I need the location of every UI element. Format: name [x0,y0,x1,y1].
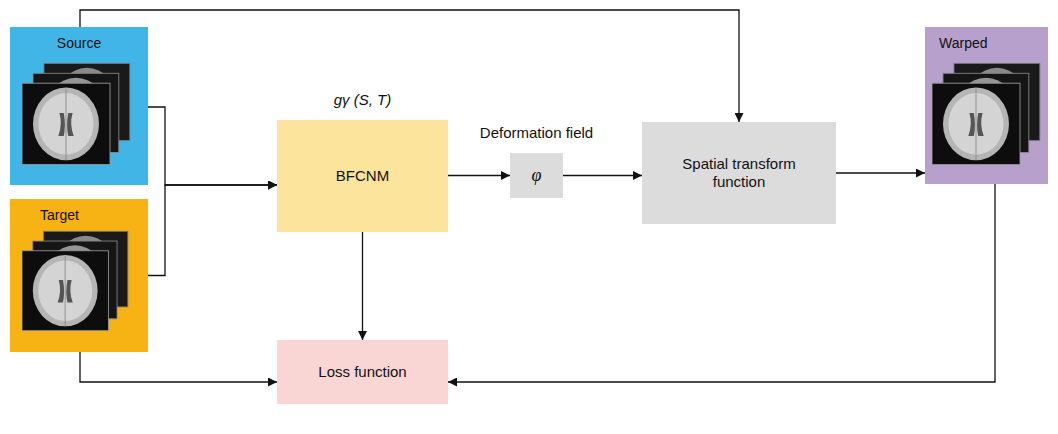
flow-arrow [148,185,277,276]
node-label: Loss function [318,363,406,381]
image-output-box: Warped [925,27,1048,184]
image-input-box: Target [10,199,148,352]
brain-image-stack [932,63,1040,164]
flow-arrow [148,107,277,185]
flow-arrow [836,172,925,173]
node-label: φ [532,165,542,187]
flow-arrow [448,175,510,176]
node-label: Warped [939,35,988,52]
flow-arrow [80,10,739,122]
node-heading: gγ (S, T) [334,91,392,108]
process-box: Spatial transform function [642,122,836,224]
flow-arrow [362,232,363,340]
node-label: Source [57,35,101,52]
loss-box: Loss function [277,340,448,404]
flow-arrow [80,352,277,382]
node-heading: Deformation field [480,124,593,141]
brain-image-stack [22,63,130,164]
flow-arrow [563,175,642,176]
node-label: BFCNM [336,167,389,185]
network-box: gγ (S, T)BFCNM [277,120,448,232]
brain-image-stack [22,231,128,330]
field-box: Deformation fieldφ [510,153,563,198]
node-label: Spatial transform function [672,155,806,191]
image-input-box: Source [10,27,148,185]
node-label: Target [40,207,79,224]
